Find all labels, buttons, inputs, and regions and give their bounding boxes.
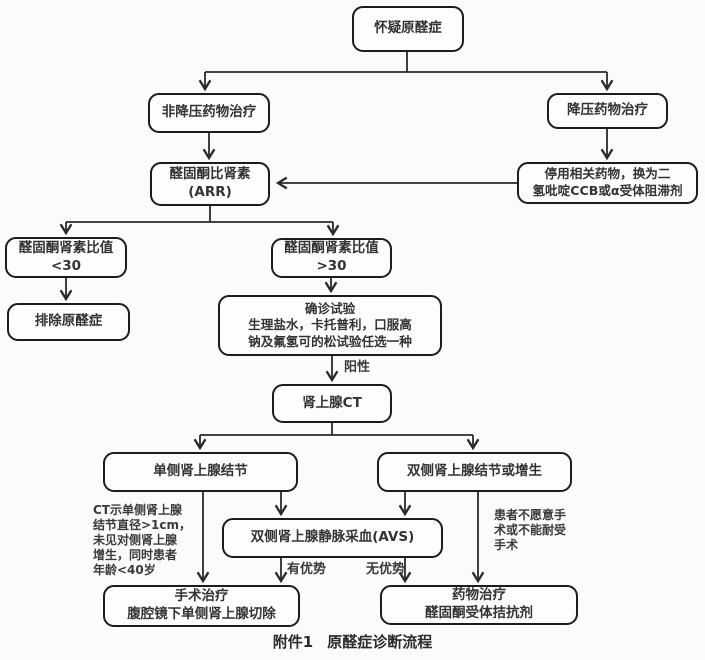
node-avs-label: 双侧肾上腺静脉采血(AVS) (250, 529, 415, 546)
node-medication: 药物治疗 醛固酮受体拮抗剂 (380, 585, 578, 625)
node-antihypertensive-therapy: 降压药物治疗 (547, 93, 668, 129)
edge-label-positive: 阳性 (344, 360, 371, 375)
node-exclude-pa-label: 排除原醛症 (34, 313, 103, 330)
node-arr-label: 醛固酮比肾素 (ARR) (169, 166, 251, 200)
node-arr-test: 醛固酮比肾素 (ARR) (150, 162, 270, 206)
node-non-antihypertensive-therapy: 非降压药物治疗 (148, 93, 270, 133)
node-stop-drugs: 停用相关药物，换为二 氢吡啶CCB或α受体阻滞剂 (517, 162, 698, 204)
node-surgery-label: 手术治疗 腹腔镜下单侧肾上腺切除 (127, 588, 276, 622)
node-ratio-gt30-label: 醛固酮肾素比值 >30 (284, 240, 379, 274)
edge-label-not-lateralized: 无优势 (366, 562, 406, 577)
edge-label-lateralized: 有优势 (287, 562, 327, 577)
node-stop-drugs-label: 停用相关药物，换为二 氢吡啶CCB或α受体阻滞剂 (532, 166, 683, 198)
node-non-antihypertensive-label: 非降压药物治疗 (161, 104, 257, 121)
node-unilateral-nodule: 单侧肾上腺结节 (103, 452, 298, 492)
node-antihypertensive-label: 降压药物治疗 (567, 102, 648, 119)
figure-caption-prefix: 附件1 (272, 633, 314, 651)
node-avs: 双侧肾上腺静脉采血(AVS) (222, 518, 443, 558)
node-adrenal-ct: 肾上腺CT (272, 384, 392, 423)
node-confirmatory-test: 确诊试验 生理盐水，卡托普利，口服高 钠及氟氢可的松试验任选一种 (218, 295, 442, 356)
node-ratio-gt30: 醛固酮肾素比值 >30 (271, 238, 392, 278)
node-confirmatory-test-label: 确诊试验 生理盐水，卡托普利，口服高 钠及氟氢可的松试验任选一种 (248, 300, 412, 349)
node-bilateral-nodule-label: 双侧肾上腺结节或增生 (407, 463, 542, 480)
node-exclude-pa: 排除原醛症 (7, 303, 130, 341)
node-ratio-lt30-label: 醛固酮肾素比值 <30 (18, 239, 114, 274)
figure-caption: 附件1 原醛症诊断流程 (0, 631, 705, 652)
node-unilateral-nodule-label: 单侧肾上腺结节 (153, 463, 248, 480)
node-medication-label: 药物治疗 醛固酮受体拮抗剂 (425, 587, 533, 621)
figure-caption-text: 原醛症诊断流程 (327, 633, 433, 651)
node-adrenal-ct-label: 肾上腺CT (302, 394, 362, 411)
node-ratio-lt30: 醛固酮肾素比值 <30 (5, 237, 127, 278)
side-note-bilateral-criteria: 患者不愿意手 术或不能耐受 手术 (494, 508, 567, 553)
side-note-unilateral-criteria: CT示单侧肾上腺 结节直径>1cm， 未见对侧肾上腺 增生，同时患者 年龄<40… (93, 503, 192, 578)
node-suspect-pa-label: 怀疑原醛症 (374, 20, 442, 37)
node-bilateral-nodule: 双侧肾上腺结节或增生 (377, 452, 572, 492)
node-surgery: 手术治疗 腹腔镜下单侧肾上腺切除 (103, 585, 300, 627)
node-suspect-pa: 怀疑原醛症 (352, 6, 464, 52)
